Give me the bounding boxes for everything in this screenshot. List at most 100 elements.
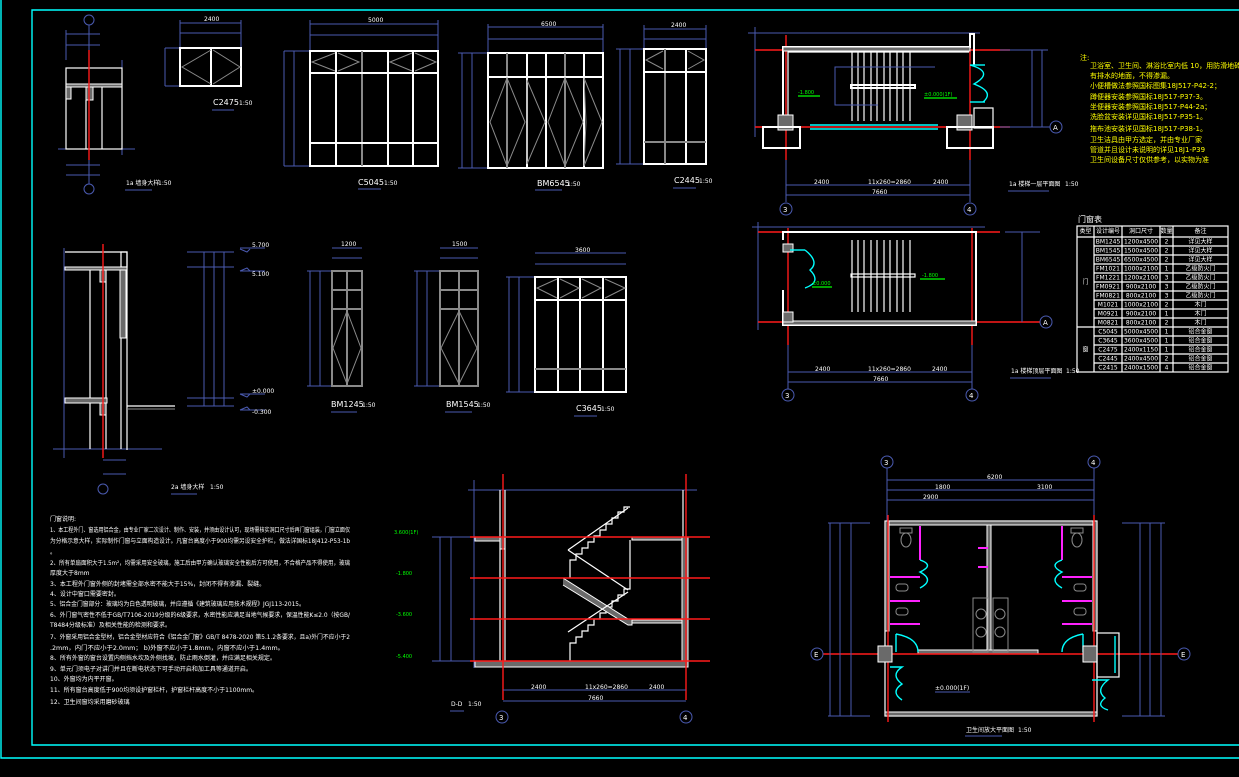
table-cell: C2415: [1098, 365, 1118, 372]
window-elevation-c2445: 2400 C2445 1:50: [616, 22, 713, 189]
note-line: 。: [50, 549, 56, 556]
table-cell: 1: [1165, 329, 1169, 336]
table-cell: 900x2100: [1126, 284, 1156, 291]
note-line: 蹲便器安装参照国标18J517-P37-3。: [1090, 92, 1207, 101]
table-cell: FM0821: [1096, 293, 1120, 300]
dimension-text: 2400: [649, 684, 664, 691]
note-line: 10、外窗均为内平开窗。: [50, 675, 118, 683]
dimension-text: 1500: [452, 241, 467, 248]
note-line: 厚度大于8mm: [50, 569, 90, 577]
notes-title: 门窗说明:: [50, 515, 76, 523]
level-text: ±0.000: [812, 281, 831, 287]
table-header: 类型: [1079, 227, 1091, 235]
stair-plan-1-scale: 1:50: [1065, 181, 1079, 188]
table-cell: M1021: [1098, 302, 1119, 309]
notes-title: 注:: [1080, 53, 1089, 62]
level-text: -1.800: [922, 273, 938, 279]
table-cell: 详见大样: [1188, 247, 1212, 255]
dimension-text: 7660: [873, 376, 888, 383]
table-group-type: 窗: [1082, 346, 1088, 354]
stair-plan-1: -1.800 ±0.000(1F) A 2400 11x260=2860 240…: [748, 27, 1079, 216]
axis-label: 4: [967, 206, 972, 214]
room-label: ±0.000(1F): [935, 685, 969, 692]
wall-detail-1-scale: 1:50: [158, 180, 172, 187]
axis-label: A: [1053, 124, 1058, 132]
wall-detail-1: 1a 墙身大样 1:50: [58, 14, 172, 195]
axis-label: E: [814, 651, 818, 659]
note-line: 2、所有单扇面积大于1.5m²，均需采用安全玻璃，施工后由甲方确认玻璃安全性能后…: [50, 559, 350, 567]
table-header: 备注: [1194, 227, 1206, 235]
level-text: -3.600: [396, 612, 412, 618]
window-elevation-c3645: 3600 C3645 1:50: [506, 247, 627, 417]
table-cell: 3: [1165, 275, 1169, 282]
table-cell: 铝合金窗: [1188, 355, 1212, 363]
window-elevation-c5045: 5000 C5045 1:50: [283, 17, 439, 190]
table-header: 设计编号: [1096, 227, 1120, 235]
bm6545-scale: 1:50: [567, 181, 581, 188]
table-cell: 1: [1165, 338, 1169, 345]
note-line: 洗脸盆安装详见国标18J517-P35-1。: [1090, 112, 1207, 121]
window-elevation-c2475: 2400 C2475 1:50: [164, 16, 253, 111]
door-elevation-bm1245: 1200 BM1245 1:50: [307, 241, 376, 413]
door-window-notes: 门窗说明: 1、本工程外门、窗选用铝合金，由专业厂家二次设计、制作、安装，并须由…: [49, 515, 351, 706]
table-cell: 3: [1165, 293, 1169, 300]
axis-label: 4: [1091, 459, 1096, 467]
table-header: 洞口尺寸: [1129, 227, 1153, 235]
note-line: 3、本工程外门窗外侧的封堵需全部水密不能大于15%，封闭不得有渗漏、裂缝。: [50, 580, 265, 588]
table-cell: 1200x2100: [1124, 275, 1158, 282]
dimension-text: 2400: [932, 366, 947, 373]
axis-bubble: [83, 183, 95, 195]
table-cell: M0821: [1098, 320, 1119, 327]
c3645-scale: 1:50: [601, 406, 615, 413]
note-line: 12、卫生间窗均采用磨砂玻璃: [50, 698, 130, 706]
table-cell: 铝合金窗: [1188, 328, 1212, 336]
note-line: 拖布池安装详见国标18J517-P38-1。: [1090, 124, 1207, 133]
stair-plan-2-scale: 1:50: [1066, 368, 1080, 375]
c5045-title: C5045: [358, 178, 384, 187]
table-cell: M0921: [1098, 311, 1119, 318]
note-line: 6、外门窗气密性不低于GB/T7106-2019分级的6级要求，水密性能应满足当…: [50, 611, 351, 619]
dimension-text: 3600: [575, 247, 590, 254]
section-dd-scale: 1:50: [468, 701, 482, 708]
table-cell: 2: [1165, 356, 1169, 363]
c2475-scale: 1:50: [239, 100, 253, 107]
table-cell: 2: [1165, 320, 1169, 327]
bm1245-scale: 1:50: [362, 402, 376, 409]
table-cell: FM1221: [1096, 275, 1120, 282]
table-cell: FM0921: [1096, 284, 1120, 291]
axis-label: E: [1181, 651, 1185, 659]
wall-detail-1-title: 1a 墙身大样: [126, 179, 159, 187]
dimension-text: 6500: [541, 21, 556, 28]
table-cell: C2475: [1098, 347, 1118, 354]
toilet-plan: 3 4 6200 1800 3100 2900 E E: [810, 455, 1191, 737]
table-cell: 1500x4500: [1124, 248, 1158, 255]
dimension-text: 2900: [923, 494, 938, 501]
table-cell: 800x2100: [1126, 320, 1156, 327]
stair-plan-2: ±0.000 -1.800 A 2400 11x260=2860 2400 76…: [752, 222, 1080, 402]
table-cell: 3: [1165, 284, 1169, 291]
stair-section-dd: 3.600(1F) -1.800 -3.600 -5.400 2400 11x2…: [394, 474, 710, 724]
note-line: 坐便器安装参照国标18J517-P44-2a；: [1090, 102, 1211, 111]
table-cell: 乙级防火门: [1185, 274, 1215, 282]
axis-label: 4: [969, 392, 974, 400]
level-markers: 5.700 5.100 ±0.000 -0.300: [187, 242, 274, 416]
axis-label: 3: [785, 392, 789, 400]
table-cell: 铝合金窗: [1188, 364, 1212, 372]
table-cell: 1000x2100: [1124, 266, 1158, 273]
table-cell: BM6545: [1096, 257, 1121, 264]
table-cell: 3600x4500: [1124, 338, 1158, 345]
wall-detail-2: 2a 墙身大样 1:50 5.700 5.100 ±0.000 -0.300: [53, 242, 274, 495]
dimension-text: 2400: [815, 366, 830, 373]
c2445-title: C2445: [674, 176, 700, 185]
note-line: 1、本工程外门、窗选用铝合金，由专业厂家二次设计、制作、安装，并须由设计认可，现…: [50, 526, 350, 534]
table-cell: 800x2100: [1126, 293, 1156, 300]
note-line: 7、外窗采用铝合金型材，铝合金型材应符合《铝合金门窗》GB/T 8478-202…: [50, 633, 350, 641]
table-cell: 详见大样: [1188, 238, 1212, 246]
axis-label: 4: [683, 714, 688, 722]
dimension-text: 2400: [531, 684, 546, 691]
wall-detail-2-title: 2a 墙身大样: [171, 483, 204, 491]
note-line: 管道并且设计未说明的详见18J1-P39: [1090, 145, 1205, 154]
table-cell: 2: [1165, 248, 1169, 255]
